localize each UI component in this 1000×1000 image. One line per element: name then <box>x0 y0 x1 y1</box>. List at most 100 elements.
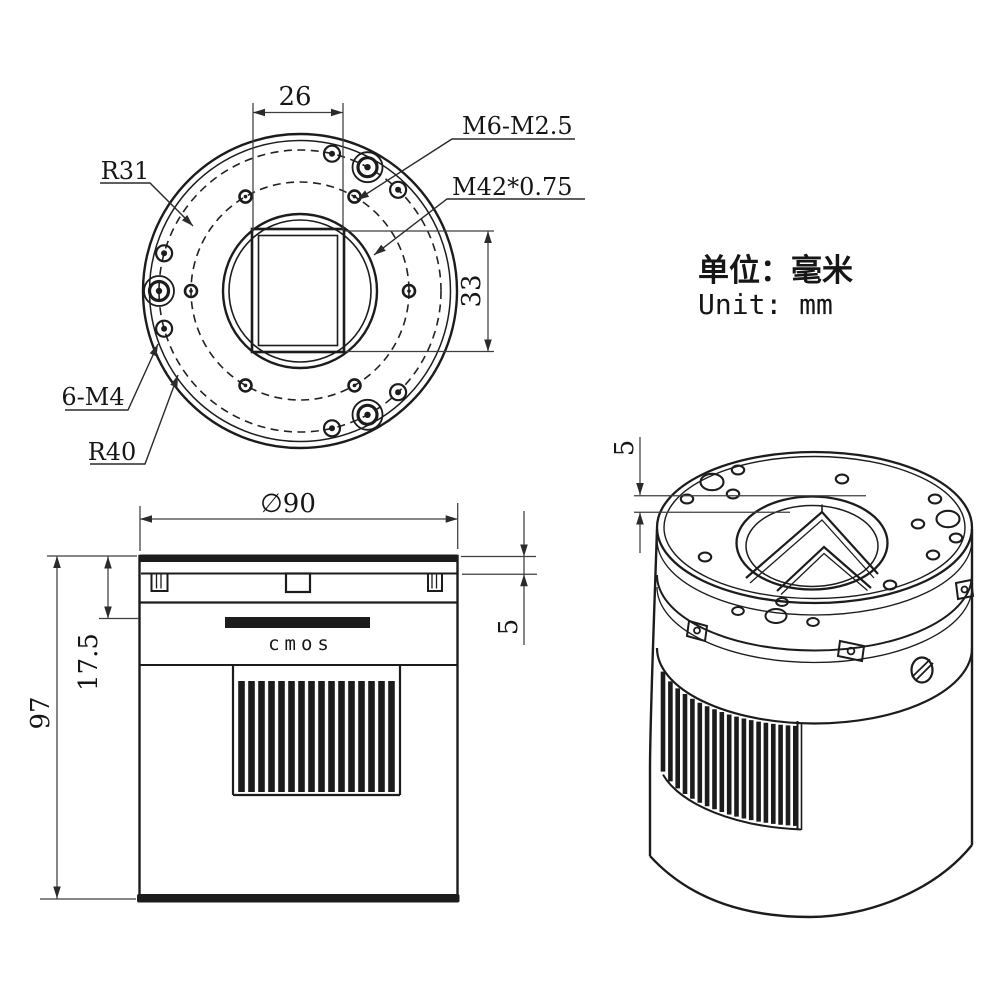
left-silhouette <box>648 528 659 856</box>
thread-opening-outer <box>221 212 379 370</box>
m4-hole <box>238 378 253 393</box>
m42-opening <box>221 212 379 370</box>
flange5-dimension-value: 5 <box>494 619 524 636</box>
cooling-fins-iso <box>660 671 803 831</box>
tab-left <box>150 572 169 592</box>
unit-note: 单位：毫米 Unit: mm <box>698 253 853 321</box>
face-hole <box>697 551 713 563</box>
face-hole-large <box>935 509 961 529</box>
band-hole <box>775 597 789 607</box>
thread-opening-inner <box>228 219 372 363</box>
face-hole <box>725 488 741 500</box>
m6-holes-label: M6-M2.5 <box>462 112 573 140</box>
m25-hole <box>322 144 342 163</box>
flange5-extension-lines <box>461 555 537 575</box>
band-arc-2 <box>656 574 973 652</box>
band-hole <box>806 617 820 627</box>
diameter-dimension-value: ∅90 <box>260 489 316 519</box>
face-hole <box>927 493 943 505</box>
cooling-fins-side <box>231 665 402 797</box>
backfocus-dimension-value: 17.5 <box>74 633 104 691</box>
sensor-window <box>250 227 346 354</box>
iso-dimension: 5 <box>610 437 866 553</box>
fin-bars-iso <box>660 671 798 826</box>
m4-hole <box>347 378 362 393</box>
sensor-edge-inner <box>780 552 868 595</box>
depth-extension-lines <box>634 495 866 513</box>
top-flange-edge <box>139 554 458 562</box>
m25-hole <box>389 383 408 402</box>
clip-tab <box>836 639 866 663</box>
tab-left-slots <box>155 573 162 589</box>
m25-hole <box>322 419 342 438</box>
side-view: cmos ∅90 97 17.5 5 <box>26 489 537 903</box>
clip-hole <box>693 626 701 635</box>
face-hole <box>882 579 898 591</box>
fin-bars <box>238 681 395 792</box>
r31-label: R31 <box>101 157 150 185</box>
height97-dimension-value: 97 <box>26 696 56 729</box>
band-clips <box>685 578 975 663</box>
clip-hole <box>960 585 969 594</box>
r40-label: R40 <box>88 438 137 466</box>
depth-dimension-value: 5 <box>610 440 640 457</box>
diameter-extension-lines <box>139 503 459 551</box>
m25-hole <box>155 244 174 263</box>
opening-outer-ellipse <box>735 495 889 591</box>
side-dimensions: ∅90 97 17.5 5 <box>26 489 537 900</box>
m42-leader-line <box>373 198 585 256</box>
height97-extension-lines <box>40 555 137 900</box>
width-dimension-value: 26 <box>278 82 311 112</box>
tab-right <box>427 572 443 592</box>
top-face-rim <box>663 455 966 600</box>
band-arc-3 <box>656 586 973 664</box>
face-hole <box>910 518 926 530</box>
top-face-ellipse <box>655 450 974 605</box>
m6-counterbore-hole <box>143 275 175 307</box>
opening-inner-ellipse <box>745 504 879 588</box>
sensor-window-inner <box>257 234 339 347</box>
screw-slot <box>911 658 934 682</box>
sensor-window-outer <box>250 227 346 354</box>
cavity-edge-outer <box>745 510 879 579</box>
clip-hole <box>846 646 856 656</box>
face-hole <box>834 473 850 485</box>
side-screw <box>910 656 934 684</box>
top-face-holes <box>679 464 964 627</box>
cavity-edge-inner <box>749 519 875 584</box>
6m4-holes-label: 6-M4 <box>61 383 124 411</box>
m6-counterbore-hole <box>351 151 384 184</box>
tab-center <box>284 572 312 594</box>
band-arc-1 <box>656 539 973 616</box>
tab-right-slots <box>431 573 438 589</box>
mounting-tabs <box>150 572 443 594</box>
front-view: 26 33 R31 M6-M2.5 M42*0.75 6-M4 R40 <box>61 82 585 466</box>
bolt-holes-r40 <box>143 144 408 438</box>
height-dimension-value: 33 <box>457 274 487 307</box>
face-hole <box>679 493 695 505</box>
cmos-sensor-bar <box>225 617 370 628</box>
unit-note-chinese: 单位：毫米 <box>698 253 853 289</box>
front-leaders: R31 M6-M2.5 M42*0.75 6-M4 R40 <box>61 112 585 466</box>
face-hole-large <box>699 472 725 492</box>
bottom-base-edge <box>137 894 460 903</box>
face-hole <box>925 549 941 561</box>
face-hole <box>948 532 964 544</box>
band-hole <box>731 606 745 616</box>
r40-leader-line <box>90 374 179 465</box>
bolt-circle-r40 <box>158 149 442 433</box>
fin-panel-bottom-arc <box>662 774 802 831</box>
outer-rim-circle <box>141 132 459 450</box>
front-dimensions: 26 33 <box>252 82 494 353</box>
fin-slot-outline <box>231 665 402 797</box>
band-hole-large <box>764 608 788 624</box>
r31-leader-line <box>100 182 194 227</box>
sensor-edge-outer <box>776 545 872 592</box>
m42-thread-label: M42*0.75 <box>452 173 573 201</box>
m4-hole <box>347 189 362 204</box>
screw-head <box>910 656 934 684</box>
bolt-holes-r31 <box>183 189 417 393</box>
band-arc-4 <box>655 647 974 725</box>
bottom-arc <box>649 844 973 919</box>
